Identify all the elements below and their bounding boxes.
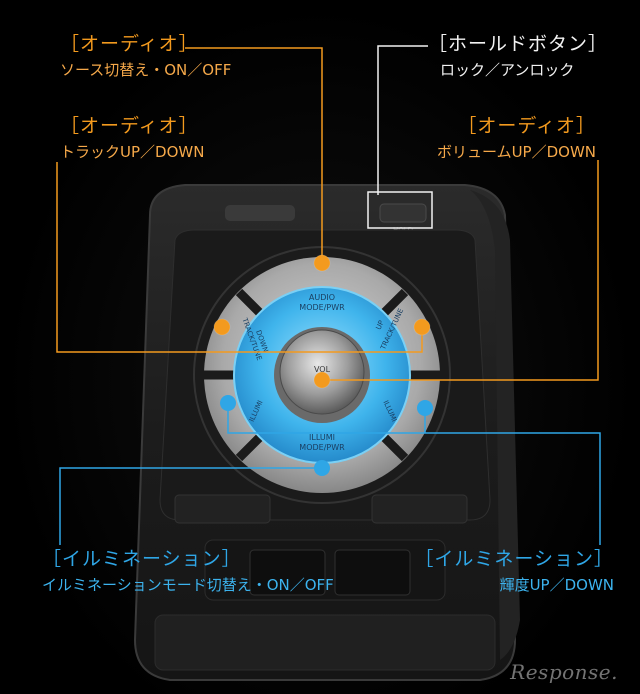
illumi-dots [220, 395, 433, 476]
callout-hold-title: ［ホールドボタン］ [428, 33, 609, 55]
callout-audio-source-title: ［オーディオ］ [60, 33, 199, 55]
audio-dots [213, 254, 431, 389]
callout-illumi-brightness: ［イルミネーション］ 輝度UP／DOWN [414, 548, 614, 595]
lower-slot-right [371, 494, 468, 524]
track-up-dot [413, 318, 431, 336]
callout-hold-button: ［ホールドボタン］ ロック／アンロック [428, 33, 608, 80]
callout-illumi-mode-desc: イルミネーションモード切替え・ON／OFF [42, 575, 334, 594]
callout-audio-track-title: ［オーディオ］ [60, 115, 199, 137]
illumi-mode-label: ILLUMI [309, 433, 335, 442]
illumi-mode-sub-label: MODE/PWR [299, 443, 345, 452]
vol-label: VOL [314, 365, 331, 374]
hold-button [379, 203, 427, 223]
audio-mode-dot [313, 254, 331, 272]
callout-audio-source: ［オーディオ］ ソース切替え・ON／OFF [60, 33, 231, 80]
callout-audio-volume-title: ［オーディオ］ [457, 115, 596, 137]
callout-illumi-brightness-title: ［イルミネーション］ [414, 548, 614, 570]
watermark-logo: Response. [510, 660, 618, 684]
callout-audio-volume: ［オーディオ］ ボリュームUP／DOWN [437, 115, 596, 162]
callout-audio-track-desc: トラックUP／DOWN [60, 142, 205, 161]
illumi-down-dot [220, 395, 236, 411]
top-lip-left [225, 205, 295, 221]
callout-audio-track: ［オーディオ］ トラックUP／DOWN [60, 115, 204, 162]
track-up-label: UP [375, 319, 386, 331]
switch-left [249, 549, 326, 596]
remote-side-grip-right [470, 190, 520, 660]
illumi-up-dot [417, 400, 433, 416]
illumi-mode-dot [314, 460, 330, 476]
audio-mode-label: AUDIO [309, 293, 335, 302]
callout-audio-source-desc: ソース切替え・ON／OFF [60, 60, 232, 79]
audio-leader-lines [56, 47, 599, 381]
callout-audio-volume-desc: ボリュームUP／DOWN [437, 142, 596, 161]
bottom-grip [154, 614, 496, 671]
hold-leader-line [367, 45, 433, 229]
track-down-dot [213, 318, 231, 336]
audio-mode-sub-label: MODE/PWR [299, 303, 345, 312]
callout-illumi-mode-title: ［イルミネーション］ [42, 548, 242, 570]
lower-slot-left [174, 494, 271, 524]
volume-dot [313, 371, 331, 389]
callout-illumi-mode: ［イルミネーション］ イルミネーションモード切替え・ON／OFF [42, 548, 334, 595]
callout-hold-desc: ロック／アンロック [440, 60, 575, 79]
switch-right [334, 549, 411, 596]
callout-illumi-brightness-desc: 輝度UP／DOWN [499, 575, 614, 594]
